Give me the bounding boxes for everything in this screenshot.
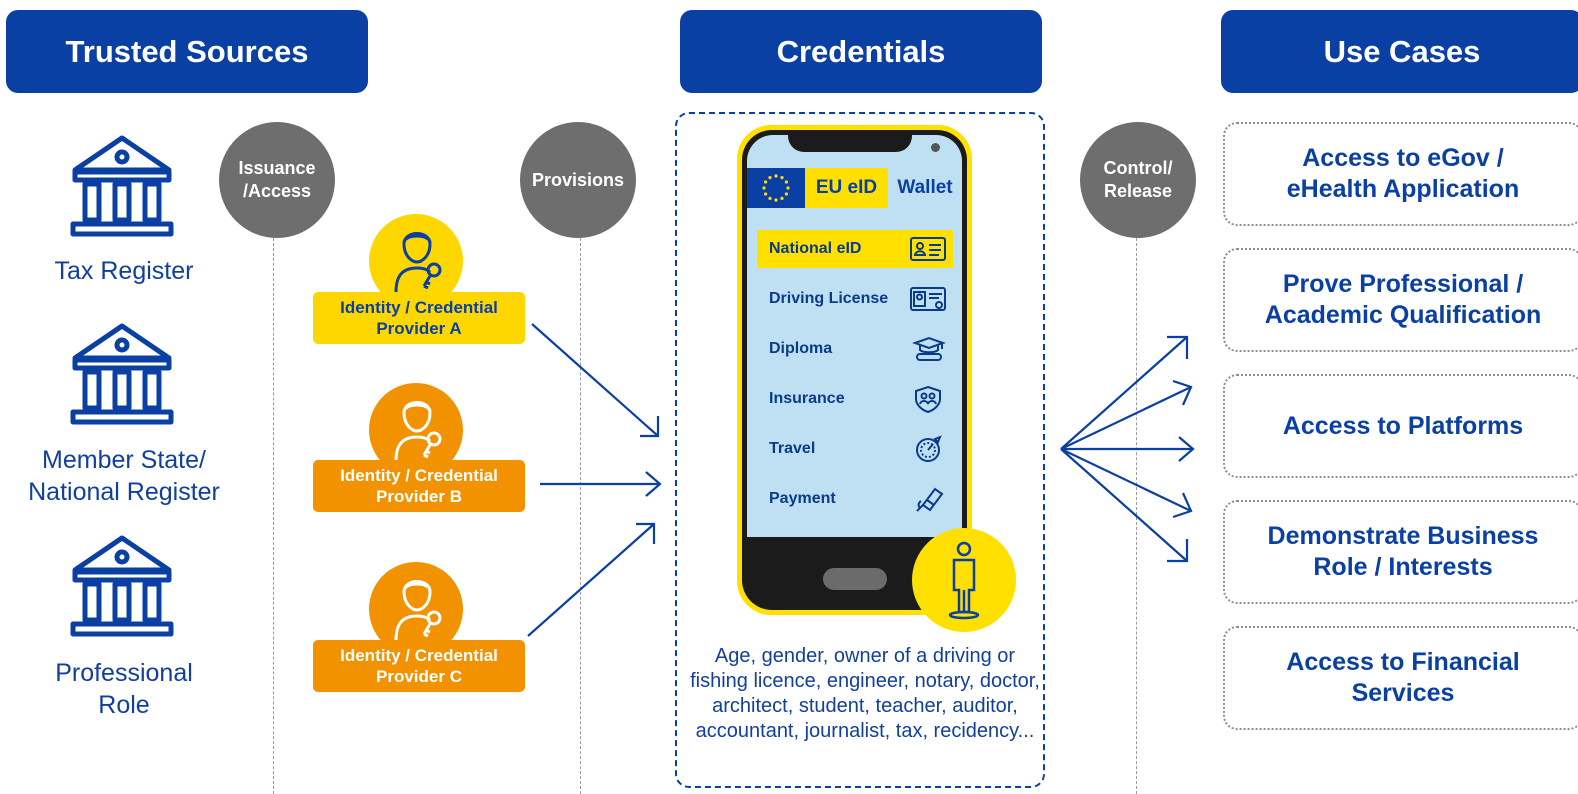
person-icon (948, 541, 980, 620)
usecase-professional-qualification[interactable]: Prove Professional / Academic Qualificat… (1223, 248, 1578, 352)
person-key-icon (394, 580, 442, 640)
usecase-platforms[interactable]: Access to Platforms (1223, 374, 1578, 478)
divider-issuance (273, 238, 274, 794)
credential-label: Travel (769, 440, 816, 457)
phone-notch (788, 130, 912, 152)
usecase-financial-services[interactable]: Access to Financial Services (1223, 626, 1578, 730)
phone-home-button[interactable] (823, 568, 887, 590)
divider-provisions (580, 238, 581, 794)
credential-insurance[interactable]: Insurance (757, 380, 953, 418)
credential-label: National eID (769, 240, 862, 257)
header-trusted-sources: Trusted Sources (6, 10, 368, 93)
release-arrows (1060, 335, 1195, 563)
institution-icon (70, 535, 174, 637)
usecase-business-role[interactable]: Demonstrate Business Role / Interests (1223, 500, 1578, 604)
user-avatar (912, 528, 1016, 632)
credential-label: Payment (769, 490, 836, 507)
credential-label: Diploma (769, 340, 833, 357)
credential-travel[interactable]: Travel (757, 430, 953, 468)
credentials-box (675, 112, 1045, 788)
eu-stars-icon (762, 174, 790, 202)
credential-payment[interactable]: Payment (757, 480, 953, 518)
institution-icon (70, 135, 174, 237)
source-label-professional-role: Professional Role (55, 659, 193, 719)
provider-b-badge: Identity / Credential Provider B (313, 460, 525, 512)
provider-a-badge: Identity / Credential Provider A (313, 292, 525, 344)
wallet-brand: EU eID (805, 168, 888, 208)
graduation-cap-icon (912, 336, 946, 361)
person-key-icon (394, 401, 442, 461)
header-credentials: Credentials (680, 10, 1042, 93)
provider-c-badge: Identity / Credential Provider C (313, 640, 525, 692)
credential-diploma[interactable]: Diploma (757, 330, 953, 368)
person-key-icon (394, 232, 442, 292)
source-label-tax-register: Tax Register (54, 257, 194, 285)
arrow-provider-c (527, 523, 655, 637)
header-use-cases: Use Cases (1221, 10, 1578, 93)
arrow-provider-a (531, 323, 659, 437)
compass-plane-icon (916, 435, 942, 462)
camera-dot (931, 143, 940, 152)
circle-issuance-access: Issuance /Access (219, 122, 335, 238)
card-hand-icon (916, 487, 944, 512)
usecase-egov-ehealth[interactable]: Access to eGov / eHealth Application (1223, 122, 1578, 226)
circle-control-release: Control/ Release (1080, 122, 1196, 238)
circle-provisions: Provisions (520, 122, 636, 238)
credential-label: Driving License (769, 290, 889, 307)
provision-arrows (527, 323, 662, 637)
credentials-caption: Age, gender, owner of a driving or fishi… (690, 645, 1040, 742)
id-card-icon (910, 237, 946, 261)
credential-label: Insurance (769, 390, 845, 407)
credential-national-eid[interactable]: National eID (757, 230, 953, 268)
wallet-title: Wallet (897, 177, 953, 198)
license-icon (910, 287, 946, 311)
credential-driving-license[interactable]: Driving License (757, 280, 953, 318)
institution-icon (70, 323, 174, 425)
shield-family-icon (915, 385, 941, 413)
source-label-national-register: Member State/ National Register (28, 446, 220, 506)
